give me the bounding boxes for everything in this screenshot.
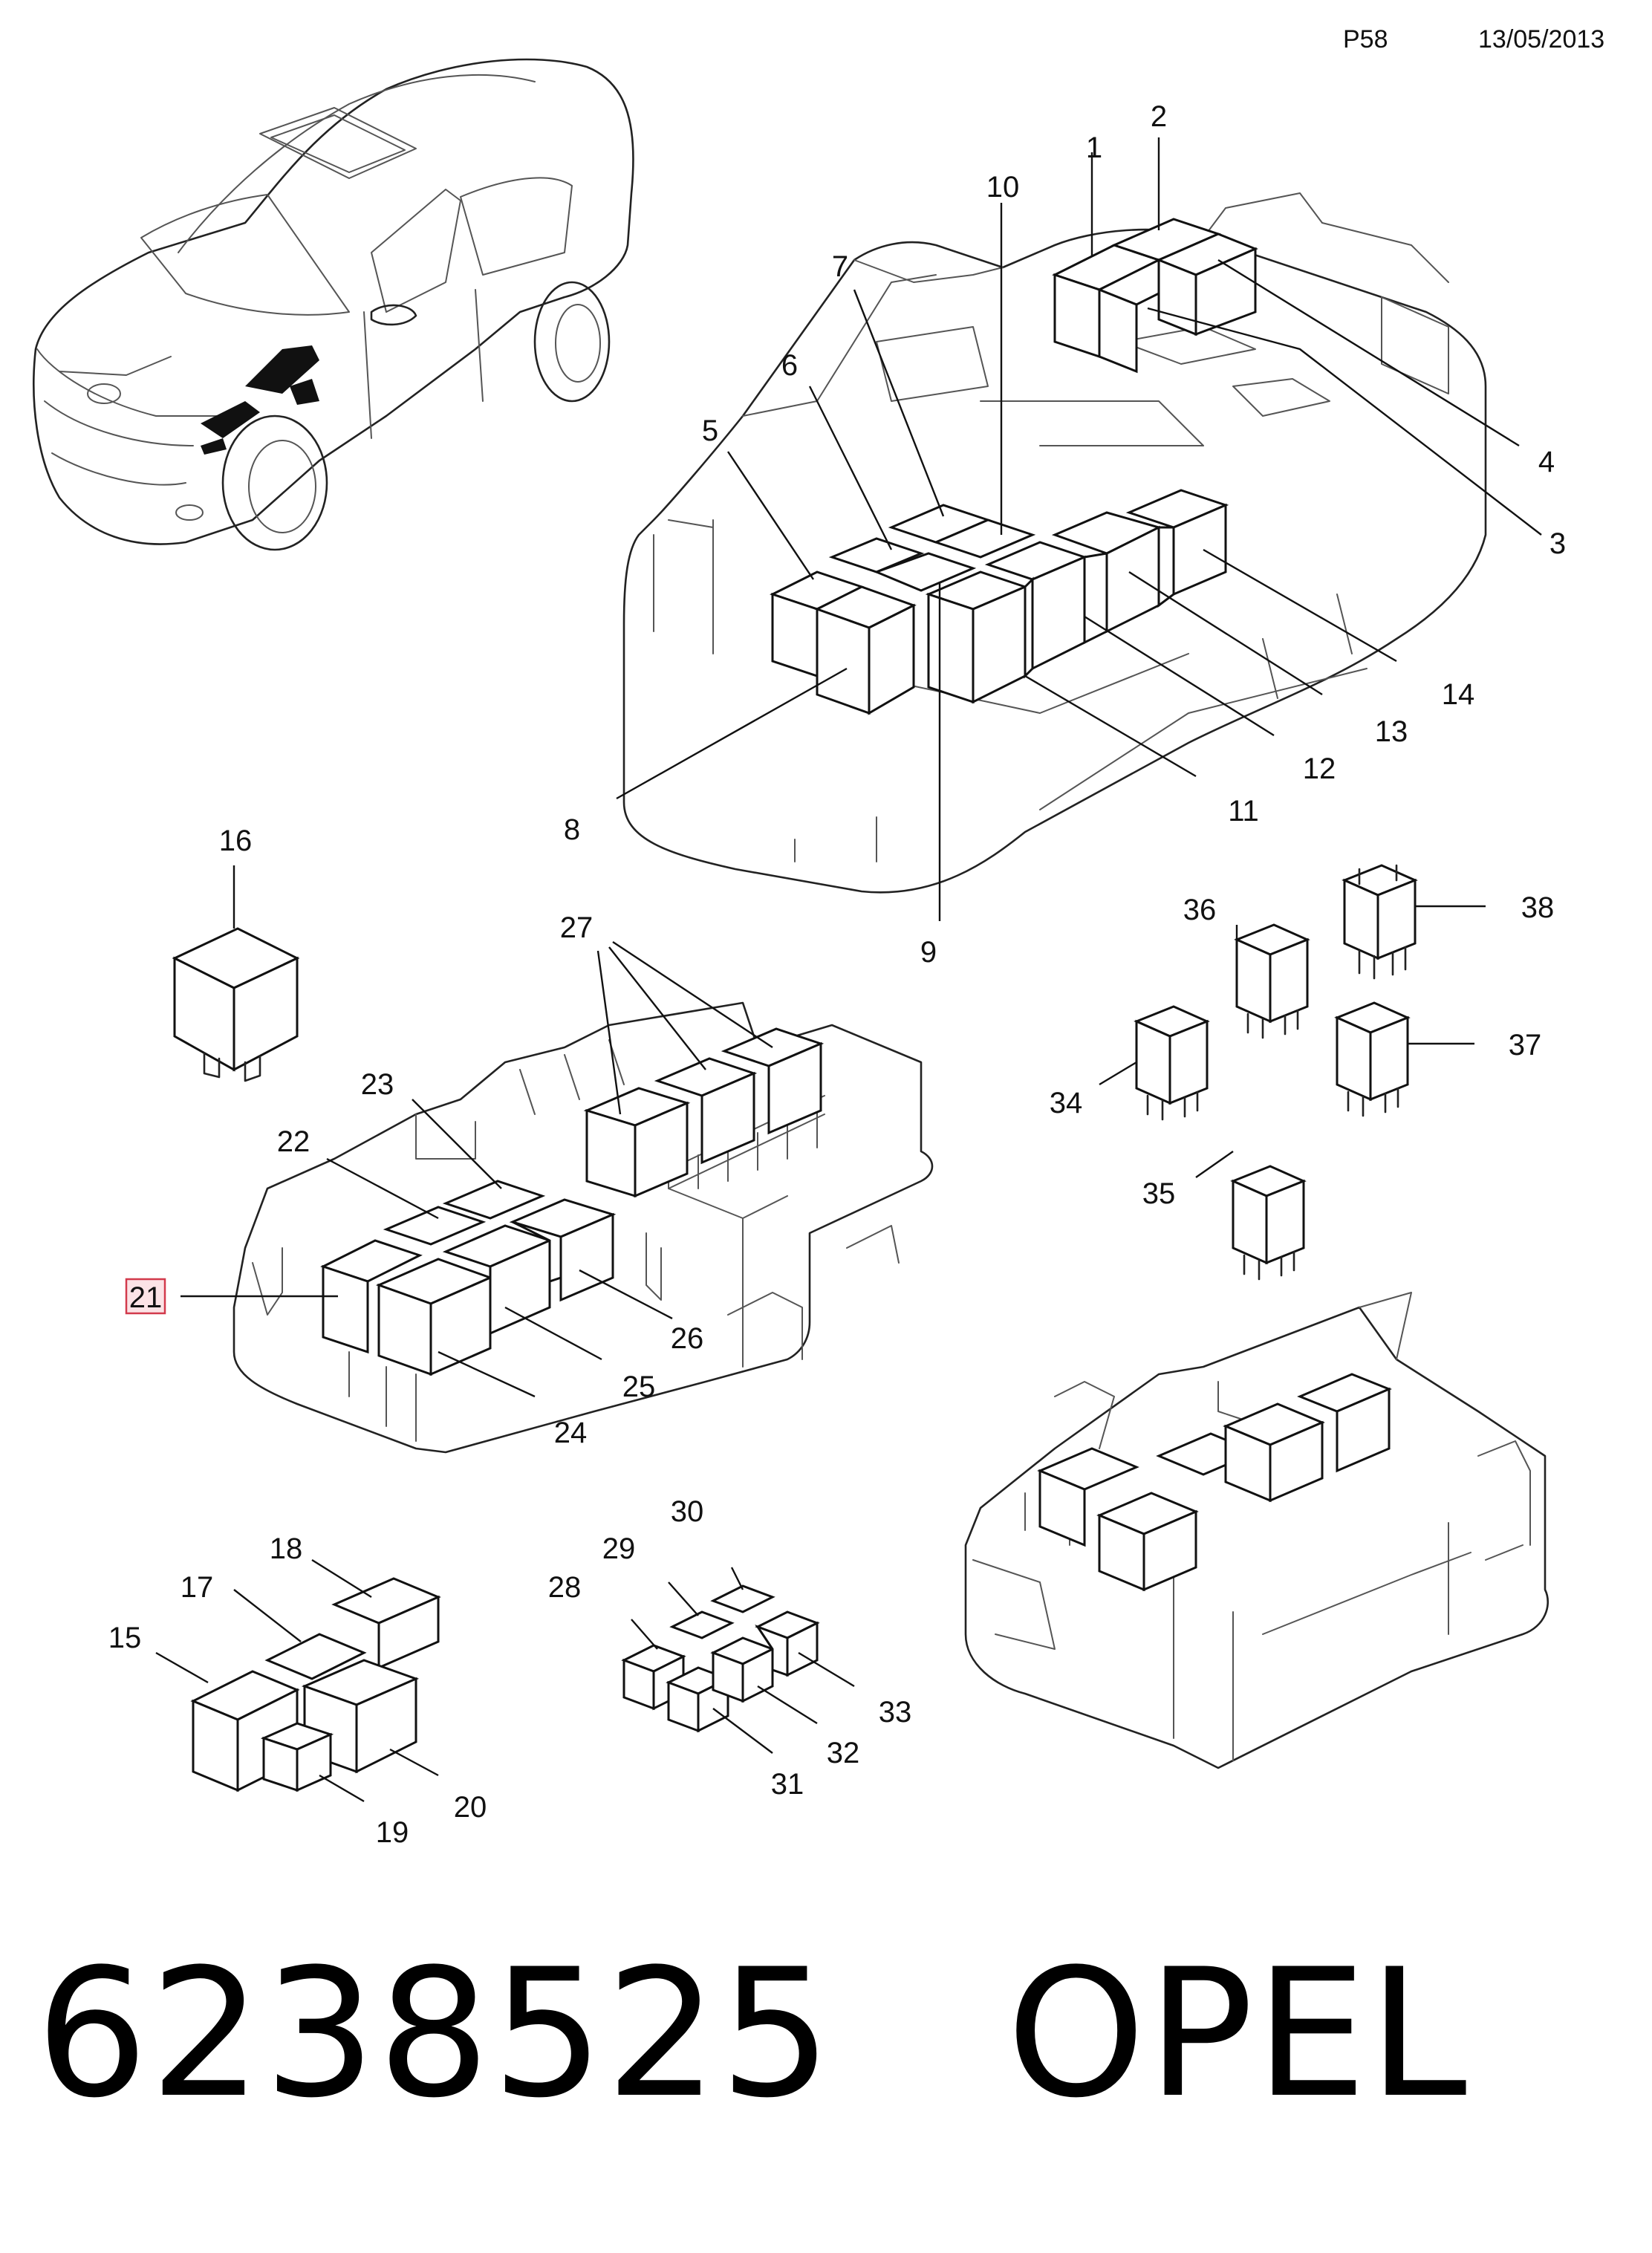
callout-17: 17	[181, 1571, 214, 1604]
relay-38	[1342, 864, 1418, 980]
callout-16: 16	[219, 825, 253, 857]
callout-7: 7	[832, 250, 848, 283]
part-number: 6238525	[36, 1931, 833, 2137]
callout-25: 25	[622, 1371, 656, 1403]
callout-18: 18	[270, 1532, 303, 1565]
callout-11: 11	[1228, 795, 1259, 828]
page-code: P58	[1343, 25, 1388, 53]
callout-38: 38	[1521, 891, 1555, 924]
callout-34: 34	[1050, 1087, 1083, 1119]
callout-28: 28	[548, 1571, 582, 1604]
callout-12: 12	[1303, 752, 1336, 785]
callout-5: 5	[702, 414, 718, 447]
callout-21-highlight	[125, 1278, 166, 1315]
callout-32: 32	[827, 1737, 860, 1769]
callout-21: 21	[129, 1281, 163, 1314]
callout-8: 8	[564, 813, 580, 846]
callout-4: 4	[1538, 446, 1555, 478]
callout-19: 19	[376, 1816, 409, 1849]
lower-fuse-box-housing	[964, 1292, 1549, 1769]
callout-20: 20	[454, 1791, 487, 1824]
relay-16	[172, 927, 300, 1082]
callout-23: 23	[361, 1068, 394, 1101]
callout-3: 3	[1549, 527, 1566, 560]
callout-36: 36	[1183, 894, 1217, 926]
callout-10: 10	[986, 171, 1020, 204]
callout-35: 35	[1142, 1177, 1176, 1210]
relay-37	[1334, 1001, 1411, 1117]
callout-14: 14	[1442, 678, 1475, 711]
relay-group-15-20	[190, 1577, 441, 1792]
callout-15: 15	[108, 1622, 142, 1654]
main-fuse-box-housing	[622, 192, 1487, 894]
car-illustration	[33, 58, 634, 551]
mini-relay-group-28-33	[621, 1584, 820, 1733]
callout-31: 31	[771, 1768, 804, 1801]
callout-33: 33	[879, 1696, 912, 1729]
leader-lines	[155, 137, 1542, 1803]
callout-2: 2	[1151, 100, 1167, 133]
relay-34	[1134, 1005, 1210, 1121]
relay-group-5-14	[770, 489, 1229, 715]
diagram-date: 13/05/2013	[1478, 25, 1605, 53]
callout-27: 27	[560, 911, 594, 944]
callout-29: 29	[602, 1532, 636, 1565]
callout-13: 13	[1375, 715, 1408, 748]
callout-30: 30	[671, 1495, 704, 1528]
relay-group-21-27	[320, 1027, 825, 1376]
callout-24: 24	[554, 1417, 588, 1449]
callout-labels: 1 2 3 4 5 6 7 8 9 10 11 12 13 14 15 16 1…	[108, 100, 1566, 1849]
brand-name: OPEL	[1006, 1931, 1469, 2137]
relay-35	[1230, 1165, 1307, 1281]
part-number-footer: 6238525 OPEL	[36, 1946, 1469, 2123]
relay-36	[1234, 923, 1310, 1039]
callout-22: 22	[277, 1125, 310, 1158]
callout-9: 9	[920, 936, 937, 969]
relay-group-1-4	[1052, 218, 1258, 374]
callout-6: 6	[781, 349, 798, 382]
callout-1: 1	[1086, 131, 1102, 164]
callout-26: 26	[671, 1322, 704, 1355]
callout-37: 37	[1509, 1029, 1542, 1062]
